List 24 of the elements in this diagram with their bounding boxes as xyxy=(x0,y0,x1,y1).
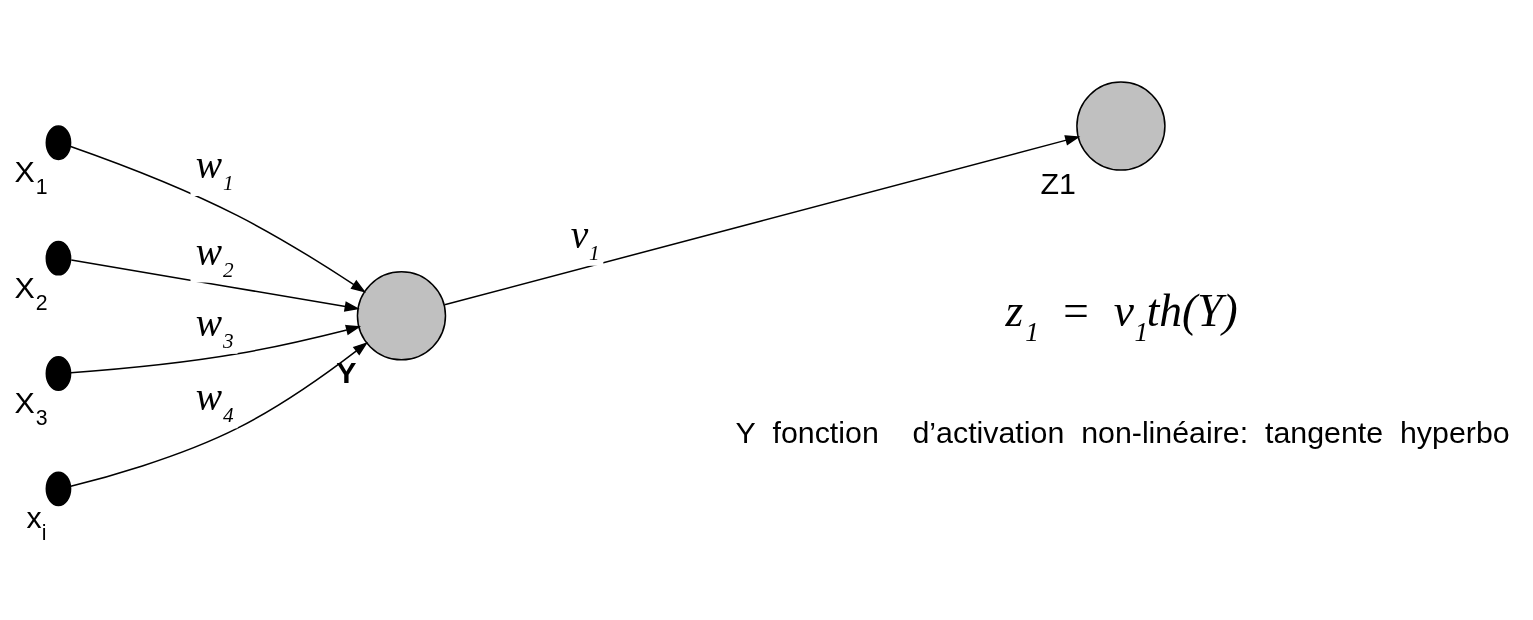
node-label: X$_{2}$ xyxy=(14,270,48,315)
arrow xyxy=(443,134,1081,306)
node-label: X$_{1}$ xyxy=(14,154,48,199)
node-circle xyxy=(1076,80,1166,171)
node-label: z$_{1}$ = v$_{1}$th(Y) xyxy=(1005,284,1238,347)
edge-label: w$_{1}$ xyxy=(195,142,234,195)
node-label: X$_{3}$ xyxy=(14,385,48,430)
arrow xyxy=(70,341,369,487)
node-circle xyxy=(45,470,72,506)
arrow xyxy=(70,324,362,373)
node-circle xyxy=(45,240,72,276)
label: Y fonction d’activation non-linéaire: tangente hyperbo xyxy=(735,415,1510,449)
node-label: x$_{i}$ xyxy=(26,500,47,545)
node-circle xyxy=(45,355,72,391)
edge-label: w$_{4}$ xyxy=(195,374,234,427)
node-label: Z1 xyxy=(1040,166,1076,200)
arrow xyxy=(70,258,360,312)
arrow xyxy=(69,145,367,293)
node-circle xyxy=(356,270,447,361)
node-circle xyxy=(45,124,72,160)
edge-label: w$_{3}$ xyxy=(195,300,234,353)
node-label: Y xyxy=(336,355,357,389)
edge-label: w$_{2}$ xyxy=(195,229,234,282)
edge-label: v$_{1}$ xyxy=(570,212,600,265)
